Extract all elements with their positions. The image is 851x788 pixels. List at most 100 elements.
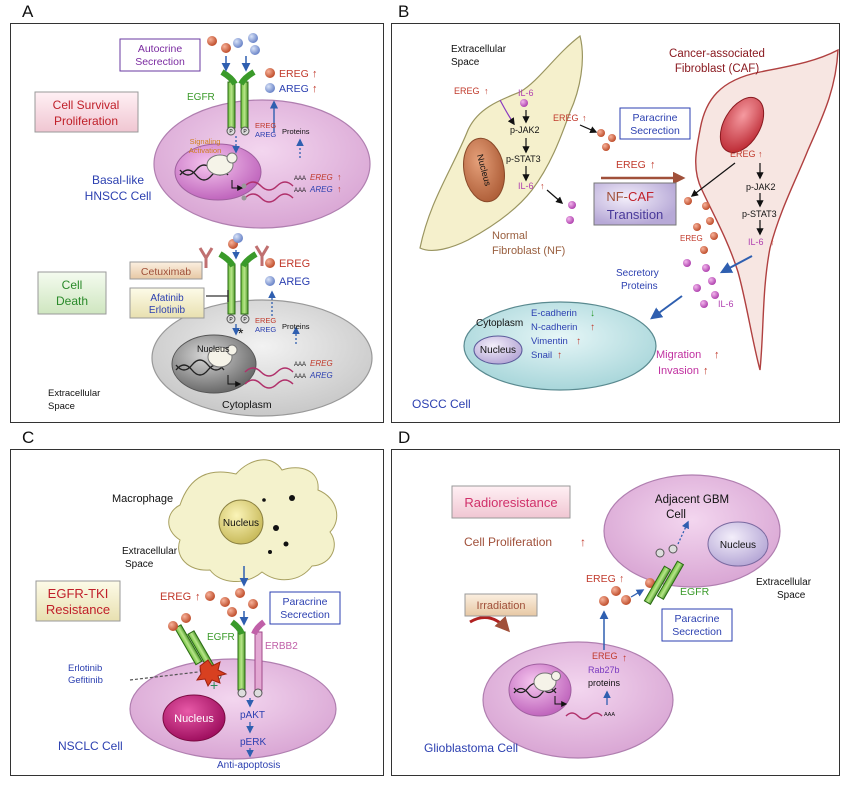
svg-text:Nucleus: Nucleus xyxy=(223,518,259,529)
svg-text:↑: ↑ xyxy=(590,322,595,333)
svg-text:Fibroblast (CAF): Fibroblast (CAF) xyxy=(675,63,760,75)
svg-text:Cetuximab: Cetuximab xyxy=(141,266,191,278)
svg-text:EGFR-TKI: EGFR-TKI xyxy=(48,586,109,601)
svg-text:Erlotinib: Erlotinib xyxy=(149,305,186,316)
svg-text:Erlotinib: Erlotinib xyxy=(68,663,102,674)
svg-text:Transition: Transition xyxy=(607,207,664,222)
svg-text:IL-6: IL-6 xyxy=(718,299,734,309)
paracrine-box-c xyxy=(269,591,341,625)
svg-text:EGFR: EGFR xyxy=(207,632,235,643)
panel-b: Nucleus xyxy=(412,34,839,411)
egfr-tki-resistance-box xyxy=(35,580,121,622)
nsclc-cell xyxy=(129,658,337,760)
svg-text:EREG: EREG xyxy=(730,149,756,159)
svg-text:AAA: AAA xyxy=(294,188,306,194)
svg-text:Gefitinib: Gefitinib xyxy=(68,675,103,686)
svg-text:↑: ↑ xyxy=(195,591,201,603)
svg-text:NSCLC Cell: NSCLC Cell xyxy=(58,739,123,753)
svg-text:Paracrine: Paracrine xyxy=(283,596,328,608)
svg-text:Proteins: Proteins xyxy=(621,281,658,292)
svg-text:Proteins: Proteins xyxy=(282,322,310,331)
panel-c-label: C xyxy=(22,428,35,447)
normal-fibroblast-cell xyxy=(419,34,583,252)
irradiation-arrow-icon xyxy=(469,616,511,633)
svg-text:Paracrine: Paracrine xyxy=(633,112,678,124)
svg-text:IL-6: IL-6 xyxy=(518,181,534,191)
svg-text:EREG: EREG xyxy=(592,651,618,661)
svg-text:Macrophage: Macrophage xyxy=(112,493,173,505)
svg-text:P: P xyxy=(243,129,247,135)
svg-text:Anti-apoptosis: Anti-apoptosis xyxy=(217,760,280,771)
svg-text:Snail: Snail xyxy=(531,350,552,361)
panel-a: P P P P xyxy=(34,33,373,417)
svg-text:Cell: Cell xyxy=(62,278,83,292)
svg-text:EREG: EREG xyxy=(160,591,191,603)
svg-text:Basal-like: Basal-like xyxy=(92,173,144,187)
svg-text:Cell Survival: Cell Survival xyxy=(53,98,120,112)
svg-text:Proliferation: Proliferation xyxy=(54,114,118,128)
paracrine-box-d xyxy=(661,608,733,642)
svg-text:Radioresistance: Radioresistance xyxy=(464,495,557,510)
svg-text:Adjacent GBM: Adjacent GBM xyxy=(655,494,729,506)
svg-text:HNSCC Cell: HNSCC Cell xyxy=(85,189,152,203)
svg-text:P: P xyxy=(229,129,233,135)
svg-text:↑: ↑ xyxy=(770,237,775,247)
svg-text:Secrection: Secrection xyxy=(630,125,680,137)
svg-text:IL-6: IL-6 xyxy=(748,237,764,247)
svg-text:p-JAK2: p-JAK2 xyxy=(510,125,540,135)
svg-text:Irradiation: Irradiation xyxy=(477,600,526,612)
svg-text:EREG: EREG xyxy=(279,258,310,270)
svg-text:proteins: proteins xyxy=(588,678,621,688)
svg-text:Paracrine: Paracrine xyxy=(675,613,720,625)
svg-text:↑: ↑ xyxy=(619,573,624,585)
nucleus-nsclc xyxy=(162,694,226,742)
svg-text:Nucleus: Nucleus xyxy=(720,540,756,551)
svg-text:P: P xyxy=(229,317,233,323)
svg-text:AAA: AAA xyxy=(604,712,615,718)
svg-text:E-cadherin: E-cadherin xyxy=(531,308,577,319)
polymerase-icon xyxy=(206,154,234,176)
autocrine-box xyxy=(119,38,201,72)
paracrine-box-b xyxy=(619,107,691,140)
svg-text:P: P xyxy=(243,317,247,323)
svg-text:AREG: AREG xyxy=(309,371,333,380)
svg-text:↑: ↑ xyxy=(650,159,656,171)
svg-text:Extracellular: Extracellular xyxy=(122,546,178,557)
svg-text:Secrection: Secrection xyxy=(672,626,722,638)
svg-text:↑: ↑ xyxy=(540,181,545,191)
svg-text:p-JAK2: p-JAK2 xyxy=(746,182,776,192)
svg-text:↑: ↑ xyxy=(714,349,720,361)
svg-text:AREG: AREG xyxy=(255,325,276,334)
nucleus-oscc xyxy=(473,335,523,365)
svg-text:↑: ↑ xyxy=(576,336,581,347)
radioresistance-box xyxy=(451,485,571,519)
svg-text:pERK: pERK xyxy=(240,737,266,748)
svg-text:EREG: EREG xyxy=(255,121,276,130)
svg-text:AREG: AREG xyxy=(309,185,333,194)
svg-text:Resistance: Resistance xyxy=(46,602,110,617)
cell-survival-box xyxy=(34,91,139,133)
svg-text:↑: ↑ xyxy=(703,365,709,377)
ereg-ligand xyxy=(207,36,217,46)
cetuximab-box xyxy=(129,261,203,280)
panel-a-label: A xyxy=(22,2,34,21)
svg-text:Glioblastoma Cell: Glioblastoma Cell xyxy=(424,741,518,755)
svg-text:Nucleus: Nucleus xyxy=(480,345,516,356)
svg-text:EREG: EREG xyxy=(616,159,646,171)
svg-text:Nucleus: Nucleus xyxy=(174,713,214,725)
svg-text:p-STAT3: p-STAT3 xyxy=(742,209,777,219)
svg-text:Cancer-associated: Cancer-associated xyxy=(669,48,765,60)
svg-text:Cytoplasm: Cytoplasm xyxy=(476,318,523,329)
svg-text:Secretory: Secretory xyxy=(616,268,659,279)
svg-text:Fibroblast (NF): Fibroblast (NF) xyxy=(492,245,565,257)
svg-text:↑: ↑ xyxy=(337,184,342,194)
svg-text:Rab27b: Rab27b xyxy=(588,665,620,675)
svg-text:Activation: Activation xyxy=(189,146,222,155)
svg-text:EREG: EREG xyxy=(310,359,333,368)
svg-text:Space: Space xyxy=(48,401,75,412)
cetuximab-antibody-icon xyxy=(198,247,214,268)
svg-text:p-STAT3: p-STAT3 xyxy=(506,154,541,164)
svg-text:pAKT: pAKT xyxy=(240,710,265,721)
svg-text:Secrection: Secrection xyxy=(135,56,185,68)
